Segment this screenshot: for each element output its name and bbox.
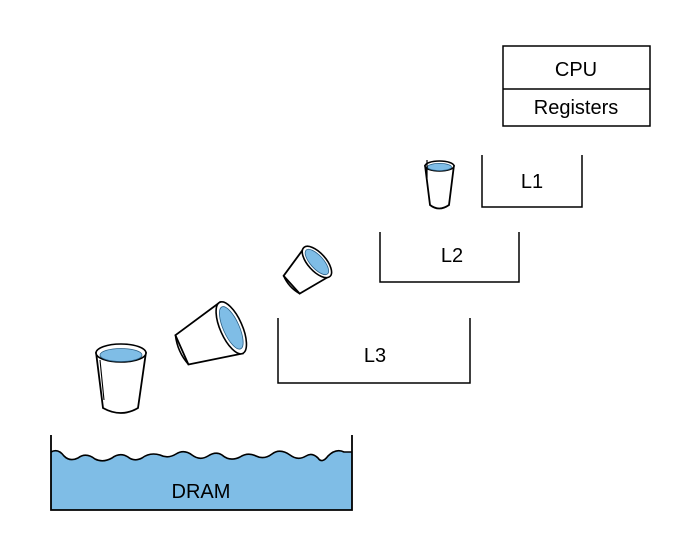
l3-cache: L3 — [277, 318, 471, 384]
dram-label: DRAM — [172, 481, 231, 503]
cpu-box: CPU Registers — [502, 45, 651, 127]
l2-cache: L2 — [379, 232, 520, 283]
l1-label: L1 — [521, 171, 543, 193]
registers-label: Registers — [534, 97, 618, 119]
cup-icon — [95, 343, 147, 414]
l1-cache: L1 — [481, 155, 583, 208]
cup-icon — [424, 160, 455, 210]
cup-icon — [282, 245, 333, 295]
l3-label: L3 — [364, 345, 386, 367]
dram-tank: DRAM — [50, 435, 353, 511]
cup-icon — [174, 300, 248, 366]
cpu-label: CPU — [555, 59, 597, 81]
l2-label: L2 — [441, 245, 463, 267]
